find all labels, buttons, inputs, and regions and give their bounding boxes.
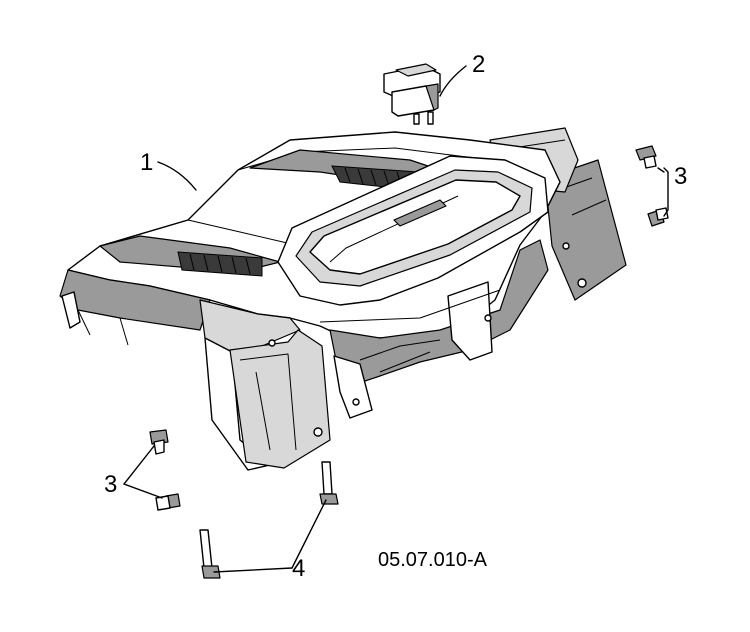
switch-part	[383, 63, 441, 125]
front-vent-grille	[177, 251, 263, 277]
leader-lines	[123, 65, 669, 573]
callout-4-label: 4	[292, 555, 305, 582]
long-screw-lower	[199, 529, 221, 579]
drawing-code: 05.07.010-A	[378, 549, 488, 571]
long-screw-upper	[319, 461, 339, 505]
bolt-right-lower	[647, 207, 669, 227]
callout-3-right-label: 3	[674, 163, 687, 190]
bolt-left-lower	[155, 493, 181, 511]
callout-1-label: 1	[140, 149, 153, 176]
bolt-right-upper	[635, 145, 657, 169]
callout-3-left-label: 3	[104, 471, 117, 498]
console-shroud-part	[59, 127, 627, 471]
bolt-left-upper	[149, 429, 169, 455]
callout-2-label: 2	[472, 51, 485, 78]
